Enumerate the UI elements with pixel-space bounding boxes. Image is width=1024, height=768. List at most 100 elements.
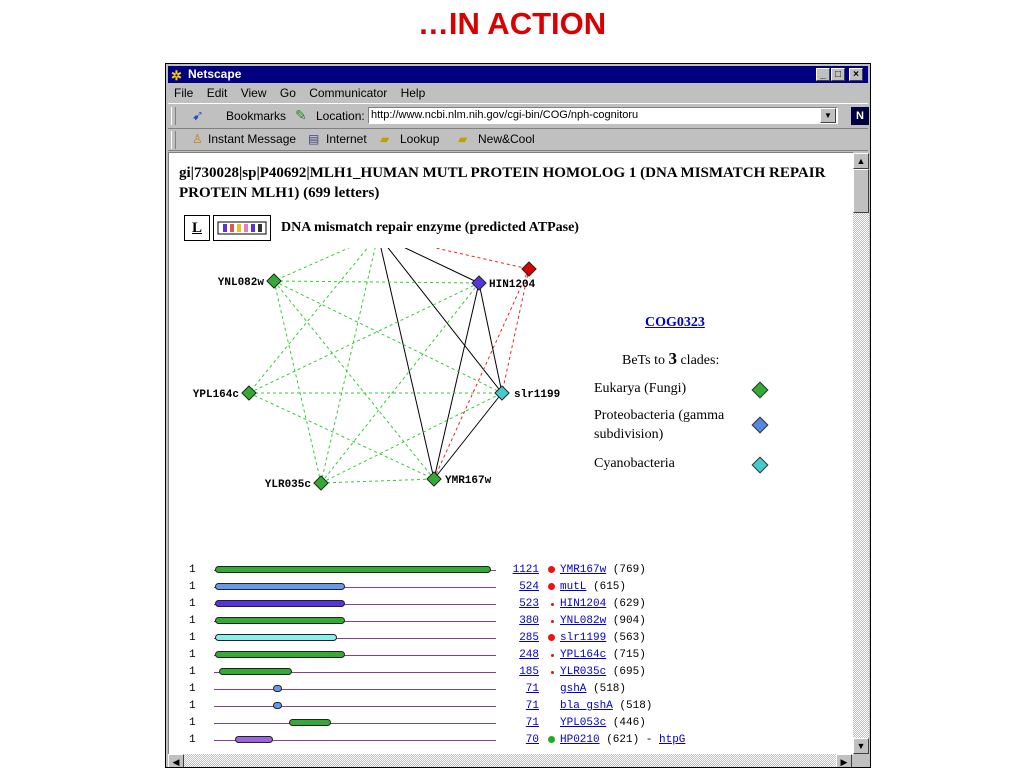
hit-length: (629): [612, 598, 646, 610]
graph-node-RED[interactable]: [521, 261, 537, 277]
internet-icon: ▤: [308, 132, 320, 146]
bets-prefix: BeTs to: [622, 353, 665, 368]
menu-go[interactable]: Go: [279, 86, 296, 100]
instant-message-button[interactable]: Instant Message: [208, 132, 297, 146]
cog-description: DNA mismatch repair enzyme (predicted AT…: [281, 220, 579, 235]
bets-count: 3: [668, 349, 677, 368]
menu-edit[interactable]: Edit: [206, 86, 228, 100]
hit-length: (563): [612, 632, 646, 644]
hit-alignment-line: [214, 689, 496, 690]
hit-score-link[interactable]: 1121: [512, 564, 539, 576]
graph-node-slr1199[interactable]: [494, 385, 510, 401]
newcool-button[interactable]: New&Cool: [478, 132, 535, 146]
scroll-thumb[interactable]: [853, 169, 869, 213]
hit-name-link[interactable]: HIN1204: [560, 598, 607, 610]
hit-score-link[interactable]: 248: [519, 649, 539, 661]
hit-name-link[interactable]: mutL: [560, 581, 587, 593]
graph-edge-MutL-YLR035c: [320, 248, 376, 484]
title-bar[interactable]: ✲ Netscape _ □ ×: [168, 66, 868, 83]
hit-length: (769): [612, 564, 646, 576]
clade-proteobacteria-diamond-icon: [751, 416, 769, 434]
graph-node-HIN1204[interactable]: [471, 275, 487, 291]
menu-view[interactable]: View: [240, 86, 267, 100]
hit-length: (715): [612, 649, 646, 661]
hit-start: 1: [189, 564, 196, 576]
hit-row: 1 285 slr1199 (563): [169, 630, 853, 647]
menu-file[interactable]: File: [174, 86, 194, 100]
hit-score-link[interactable]: 71: [525, 700, 539, 712]
hit-alignment-line: [214, 638, 496, 639]
bookmarks-icon[interactable]: ➹: [192, 107, 204, 123]
hit-score-link[interactable]: 70: [525, 734, 539, 746]
url-dropdown-button[interactable]: ▼: [820, 108, 836, 123]
hit-name-link[interactable]: YNL082w: [560, 615, 607, 627]
hit-extra-link[interactable]: htpG: [659, 734, 686, 746]
url-field[interactable]: http://www.ncbi.nlm.nih.gov/cgi-bin/COG/…: [368, 107, 838, 124]
toolbar-grip[interactable]: [171, 107, 176, 125]
hit-dot-icon: [551, 603, 554, 606]
hit-alignment-bar: [215, 634, 337, 641]
hit-score-link[interactable]: 71: [525, 717, 539, 729]
hit-score-link[interactable]: 71: [525, 683, 539, 695]
hit-name-link[interactable]: HP0210: [560, 734, 600, 746]
cog-network-graph: MutLHIN1204YNL082wYPL164cslr1199YLR035cY…: [193, 248, 560, 491]
menu-communicator[interactable]: Communicator: [309, 86, 388, 100]
hit-name-link[interactable]: YMR167w: [560, 564, 607, 576]
domain-button[interactable]: [213, 215, 271, 241]
scroll-right-button[interactable]: ▶: [836, 754, 852, 767]
minimize-button[interactable]: _: [816, 68, 830, 81]
hit-score-link[interactable]: 285: [519, 632, 539, 644]
clade-cyanobacteria-label: Cyanobacteria: [594, 456, 675, 471]
hit-score-link[interactable]: 523: [519, 598, 539, 610]
hit-score-link[interactable]: 524: [519, 581, 539, 593]
graph-node-label-YMR167w: YMR167w: [445, 475, 492, 487]
hit-start: 1: [189, 615, 196, 627]
graph-node-YLR035c[interactable]: [313, 475, 329, 491]
graph-edge-MutL-YMR167w: [380, 248, 435, 480]
hit-length: (446): [612, 717, 646, 729]
page-heading: gi|730028|sp|P40692|MLH1_HUMAN MUTL PROT…: [179, 165, 826, 201]
hit-name-link[interactable]: YLR035c: [560, 666, 607, 678]
hit-alignment-line: [214, 604, 496, 605]
graph-node-YPL164c[interactable]: [241, 385, 257, 401]
cog-link[interactable]: COG0323: [645, 315, 705, 330]
horizontal-scrollbar[interactable]: ◀ ▶: [168, 754, 852, 767]
lookup-button[interactable]: Lookup: [400, 132, 440, 146]
graph-node-label-slr1199: slr1199: [514, 389, 560, 401]
graph-node-YNL082w[interactable]: [266, 273, 282, 289]
vertical-scrollbar[interactable]: ▲ ▼: [853, 153, 869, 754]
hit-dot-icon: [551, 620, 554, 623]
hit-name-link[interactable]: YPL164c: [560, 649, 607, 661]
scroll-left-button[interactable]: ◀: [168, 754, 184, 767]
toolbar-grip-2[interactable]: [171, 131, 176, 149]
page-content: gi|730028|sp|P40692|MLH1_HUMAN MUTL PROT…: [168, 152, 853, 755]
domain-architecture-icon: [217, 221, 267, 235]
graph-edge-slr1199-YMR167w: [433, 392, 503, 480]
hit-dot-icon: [548, 736, 555, 743]
bookmarks-button[interactable]: Bookmarks: [226, 109, 287, 123]
hit-row: 1 248 YPL164c (715): [169, 647, 853, 664]
close-button[interactable]: ×: [849, 68, 863, 81]
scroll-down-button[interactable]: ▼: [853, 738, 869, 754]
hit-name-link[interactable]: YPL053c: [560, 717, 607, 729]
hit-name-link[interactable]: slr1199: [560, 632, 607, 644]
hit-score-link[interactable]: 380: [519, 615, 539, 627]
menu-help[interactable]: Help: [400, 86, 426, 100]
hit-score-link[interactable]: 185: [519, 666, 539, 678]
netscape-n-icon[interactable]: N: [851, 107, 869, 125]
hit-start: 1: [189, 632, 196, 644]
hit-alignment-line: [214, 723, 496, 724]
graph-node-YMR167w[interactable]: [426, 471, 442, 487]
hit-name-link[interactable]: gshA: [560, 683, 587, 695]
clade-fungi-diamond-icon: [751, 381, 769, 399]
maximize-button[interactable]: □: [831, 68, 845, 81]
hit-start: 1: [189, 649, 196, 661]
hit-alignment-bar: [273, 702, 282, 709]
scroll-up-button[interactable]: ▲: [853, 153, 869, 169]
l-button[interactable]: L: [184, 215, 210, 241]
hit-name-link[interactable]: bla gshA: [560, 700, 613, 712]
hit-length: (615): [593, 581, 627, 593]
internet-button[interactable]: Internet: [326, 132, 367, 146]
